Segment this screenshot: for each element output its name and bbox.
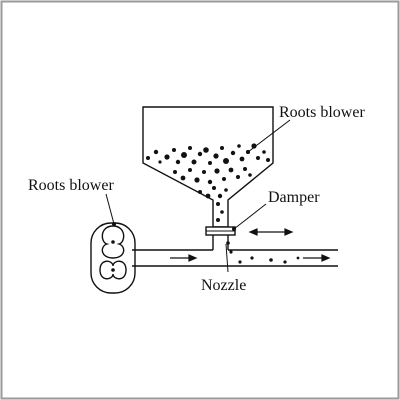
material-particles — [146, 143, 300, 264]
label-roots-blower-left: Roots blower — [28, 177, 114, 194]
flow-arrow-right — [303, 254, 331, 262]
flow-arrow-left — [170, 254, 198, 262]
leader-blower-left — [105, 193, 115, 225]
leader-blower-hopper — [247, 119, 291, 153]
label-damper: Damper — [268, 189, 320, 206]
label-roots-blower-hopper: Roots blower — [279, 104, 365, 121]
leader-lines — [105, 119, 291, 273]
leader-damper — [233, 203, 267, 230]
blower-shaft-dots — [111, 240, 115, 272]
conveying-pipe — [132, 235, 338, 267]
blower-lobe-lower — [99, 260, 127, 280]
roots-blower-left — [90, 222, 136, 294]
blower-lobe-upper — [101, 225, 125, 259]
leader-nozzle — [225, 243, 229, 273]
label-nozzle: Nozzle — [201, 277, 246, 294]
leader-endpoints — [112, 150, 250, 231]
hopper — [142, 106, 274, 228]
damper-motion-arrow — [248, 228, 294, 236]
